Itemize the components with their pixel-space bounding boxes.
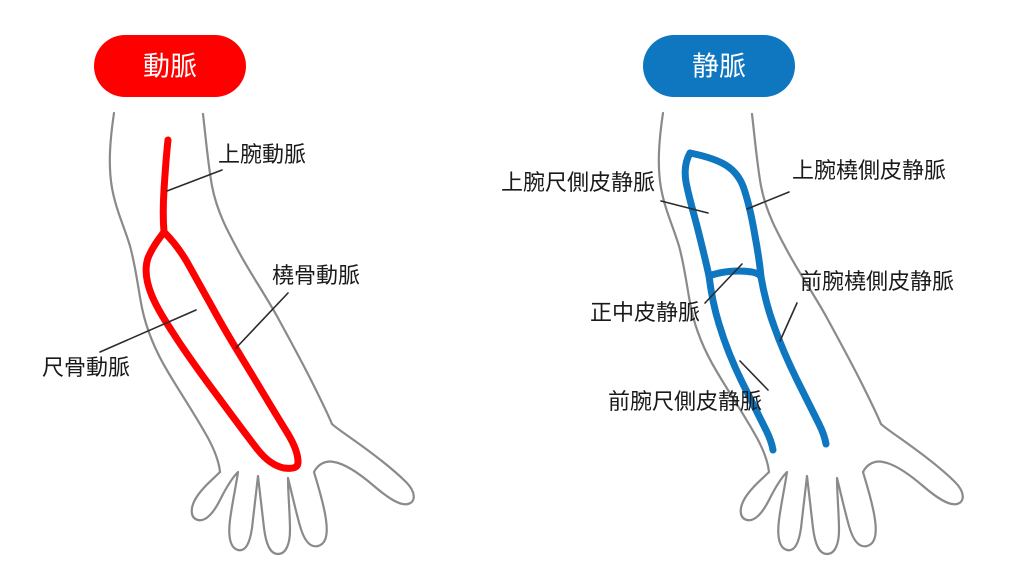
artery-badge bbox=[94, 35, 246, 97]
ulnar-artery-leader bbox=[99, 309, 197, 353]
vein-panel: 上腕尺側皮静脈 上腕橈側皮静脈 正中皮静脈 前腕橈側皮静脈 前腕尺側皮静脈 静脈 bbox=[501, 35, 964, 556]
vein-badge bbox=[643, 35, 795, 97]
artery-hand-outline bbox=[190, 422, 415, 556]
forearm-cephalic-vein-leader bbox=[779, 302, 798, 342]
forearm-basilic-vein-label: 前腕尺側皮静脈 bbox=[608, 390, 762, 415]
basilic-vein-path bbox=[681, 149, 713, 280]
brachial-artery-path bbox=[159, 136, 172, 236]
forearm-basilic-vein-leader bbox=[739, 360, 769, 391]
cephalic-vein-path bbox=[686, 149, 765, 281]
radial-artery-path bbox=[160, 228, 302, 472]
radial-artery-leader bbox=[235, 292, 289, 349]
vein-arm-outline-medial bbox=[657, 111, 771, 474]
median-cubital-vein-leader bbox=[704, 263, 743, 304]
artery-arm-outline-medial bbox=[108, 111, 222, 474]
cephalic-vein-label: 上腕橈側皮静脈 bbox=[792, 159, 946, 184]
radial-artery-label: 橈骨動脈 bbox=[272, 264, 360, 289]
ulnar-artery-label: 尺骨動脈 bbox=[42, 356, 130, 381]
cephalic-vein-leader bbox=[746, 191, 790, 210]
artery-arm-outline-lateral bbox=[201, 112, 334, 426]
basilic-vein-leader bbox=[660, 200, 709, 214]
forearm-cephalic-vein-path bbox=[757, 273, 830, 448]
brachial-artery-label: 上腕動脈 bbox=[218, 143, 306, 168]
vein-badge-label: 静脈 bbox=[692, 52, 746, 83]
artery-panel: 上腕動脈 橈骨動脈 尺骨動脈 動脈 bbox=[42, 35, 415, 556]
artery-badge-label: 動脈 bbox=[143, 52, 197, 83]
median-cubital-vein-label: 正中皮静脈 bbox=[590, 301, 700, 326]
basilic-vein-label: 上腕尺側皮静脈 bbox=[501, 171, 655, 196]
forearm-cephalic-vein-label: 前腕橈側皮静脈 bbox=[800, 270, 954, 295]
vein-arm-outline-lateral bbox=[750, 112, 883, 426]
vein-hand-outline bbox=[739, 422, 964, 556]
brachial-artery-leader bbox=[166, 169, 223, 192]
forearm-basilic-vein-path bbox=[705, 272, 777, 454]
ulnar-artery-path bbox=[142, 228, 288, 472]
